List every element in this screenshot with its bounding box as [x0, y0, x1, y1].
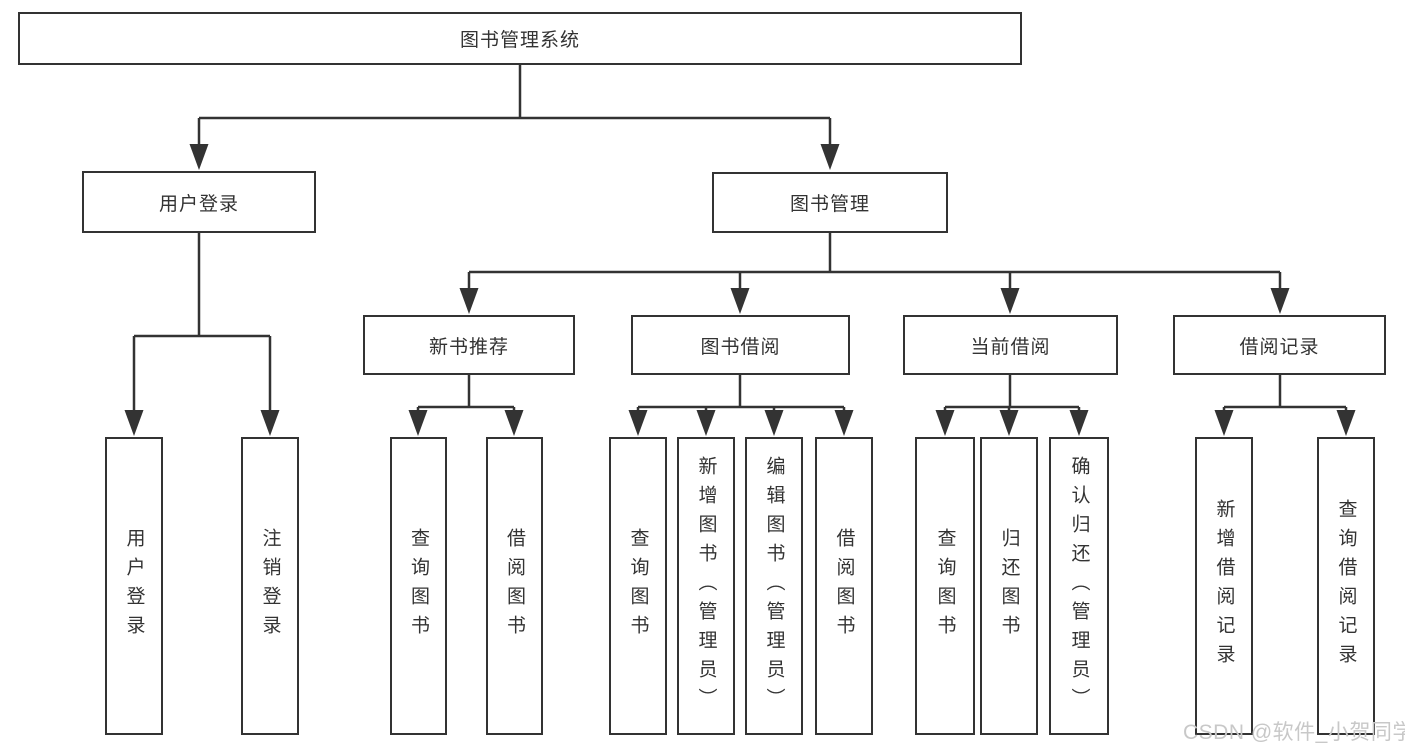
- node-label: 当前借阅: [970, 336, 1051, 358]
- leaf-borrow-query-books: 查询图书: [609, 437, 667, 735]
- connector-book-borrow-to-leaves: [628, 375, 854, 436]
- arrowhead: [408, 410, 428, 436]
- leaf-label: 借阅图书: [833, 528, 855, 644]
- leaf-label: 查询借阅记录: [1335, 499, 1357, 673]
- leaf-edit-books-admin: 编辑图书（管理员）: [745, 437, 803, 735]
- leaf-return-books: 归还图书: [980, 437, 1038, 735]
- connector-user-login-to-leaves: [124, 233, 280, 436]
- node-label: 图书借阅: [700, 336, 781, 358]
- arrowhead: [730, 288, 750, 314]
- node-root-system: 图书管理系统: [18, 12, 1022, 65]
- leaf-label: 新增借阅记录: [1213, 499, 1235, 673]
- arrowhead: [1270, 288, 1290, 314]
- leaf-label: 新增图书（管理员）: [695, 455, 717, 717]
- arrowhead: [1336, 410, 1356, 436]
- leaf-label: 用户登录: [123, 528, 145, 644]
- leaf-recommend-query-books: 查询图书: [390, 437, 447, 735]
- leaf-confirm-return-admin: 确认归还（管理员）: [1049, 437, 1109, 735]
- node-label: 新书推荐: [428, 336, 509, 358]
- arrowhead: [459, 288, 479, 314]
- leaf-label: 查询图书: [627, 528, 649, 644]
- node-label: 图书管理: [789, 194, 870, 215]
- arrowhead: [820, 144, 840, 170]
- node-borrow-records: 借阅记录: [1173, 315, 1386, 375]
- connector-root-to-level1: [189, 64, 840, 170]
- leaf-current-query-books: 查询图书: [915, 437, 975, 735]
- node-user-login: 用户登录: [82, 171, 316, 233]
- arrowhead: [1214, 410, 1234, 436]
- connector-borrow-records-to-leaves: [1214, 375, 1356, 436]
- node-book-borrow: 图书借阅: [631, 315, 850, 375]
- node-label: 借阅记录: [1239, 336, 1320, 358]
- arrowhead: [834, 410, 854, 436]
- leaf-user-login: 用户登录: [105, 437, 163, 735]
- node-book-management: 图书管理: [712, 172, 948, 233]
- arrowhead: [999, 410, 1019, 436]
- arrowhead: [935, 410, 955, 436]
- leaf-label: 借阅图书: [504, 528, 525, 644]
- leaf-label: 编辑图书（管理员）: [763, 455, 785, 717]
- connector-current-borrow-to-leaves: [935, 375, 1089, 436]
- leaf-recommend-borrow-books: 借阅图书: [486, 437, 543, 735]
- arrowhead: [1069, 410, 1089, 436]
- arrowhead: [189, 144, 209, 170]
- leaf-borrow-books: 借阅图书: [815, 437, 873, 735]
- arrowhead: [260, 410, 280, 436]
- arrowhead: [628, 410, 648, 436]
- leaf-label: 确认归还（管理员）: [1068, 455, 1090, 717]
- arrowhead: [764, 410, 784, 436]
- connector-new-book-recommend-to-leaves: [408, 375, 524, 436]
- node-current-borrow: 当前借阅: [903, 315, 1118, 375]
- leaf-logout: 注销登录: [241, 437, 299, 735]
- leaf-add-borrow-record: 新增借阅记录: [1195, 437, 1253, 735]
- leaf-add-books-admin: 新增图书（管理员）: [677, 437, 735, 735]
- leaf-label: 查询图书: [934, 528, 956, 644]
- connector-book-management-to-level2: [459, 233, 1290, 314]
- leaf-query-borrow-record: 查询借阅记录: [1317, 437, 1375, 735]
- node-new-book-recommend: 新书推荐: [363, 315, 575, 375]
- node-label: 用户登录: [158, 193, 239, 215]
- arrowhead: [504, 410, 524, 436]
- arrowhead: [696, 410, 716, 436]
- leaf-label: 查询图书: [408, 528, 429, 644]
- leaf-label: 归还图书: [998, 528, 1020, 644]
- arrowhead: [1000, 288, 1020, 314]
- arrowhead: [124, 410, 144, 436]
- node-label: 图书管理系统: [459, 30, 580, 51]
- csdn-watermark: CSDN @软件_小贺同学: [1183, 721, 1405, 744]
- leaf-label: 注销登录: [259, 528, 281, 644]
